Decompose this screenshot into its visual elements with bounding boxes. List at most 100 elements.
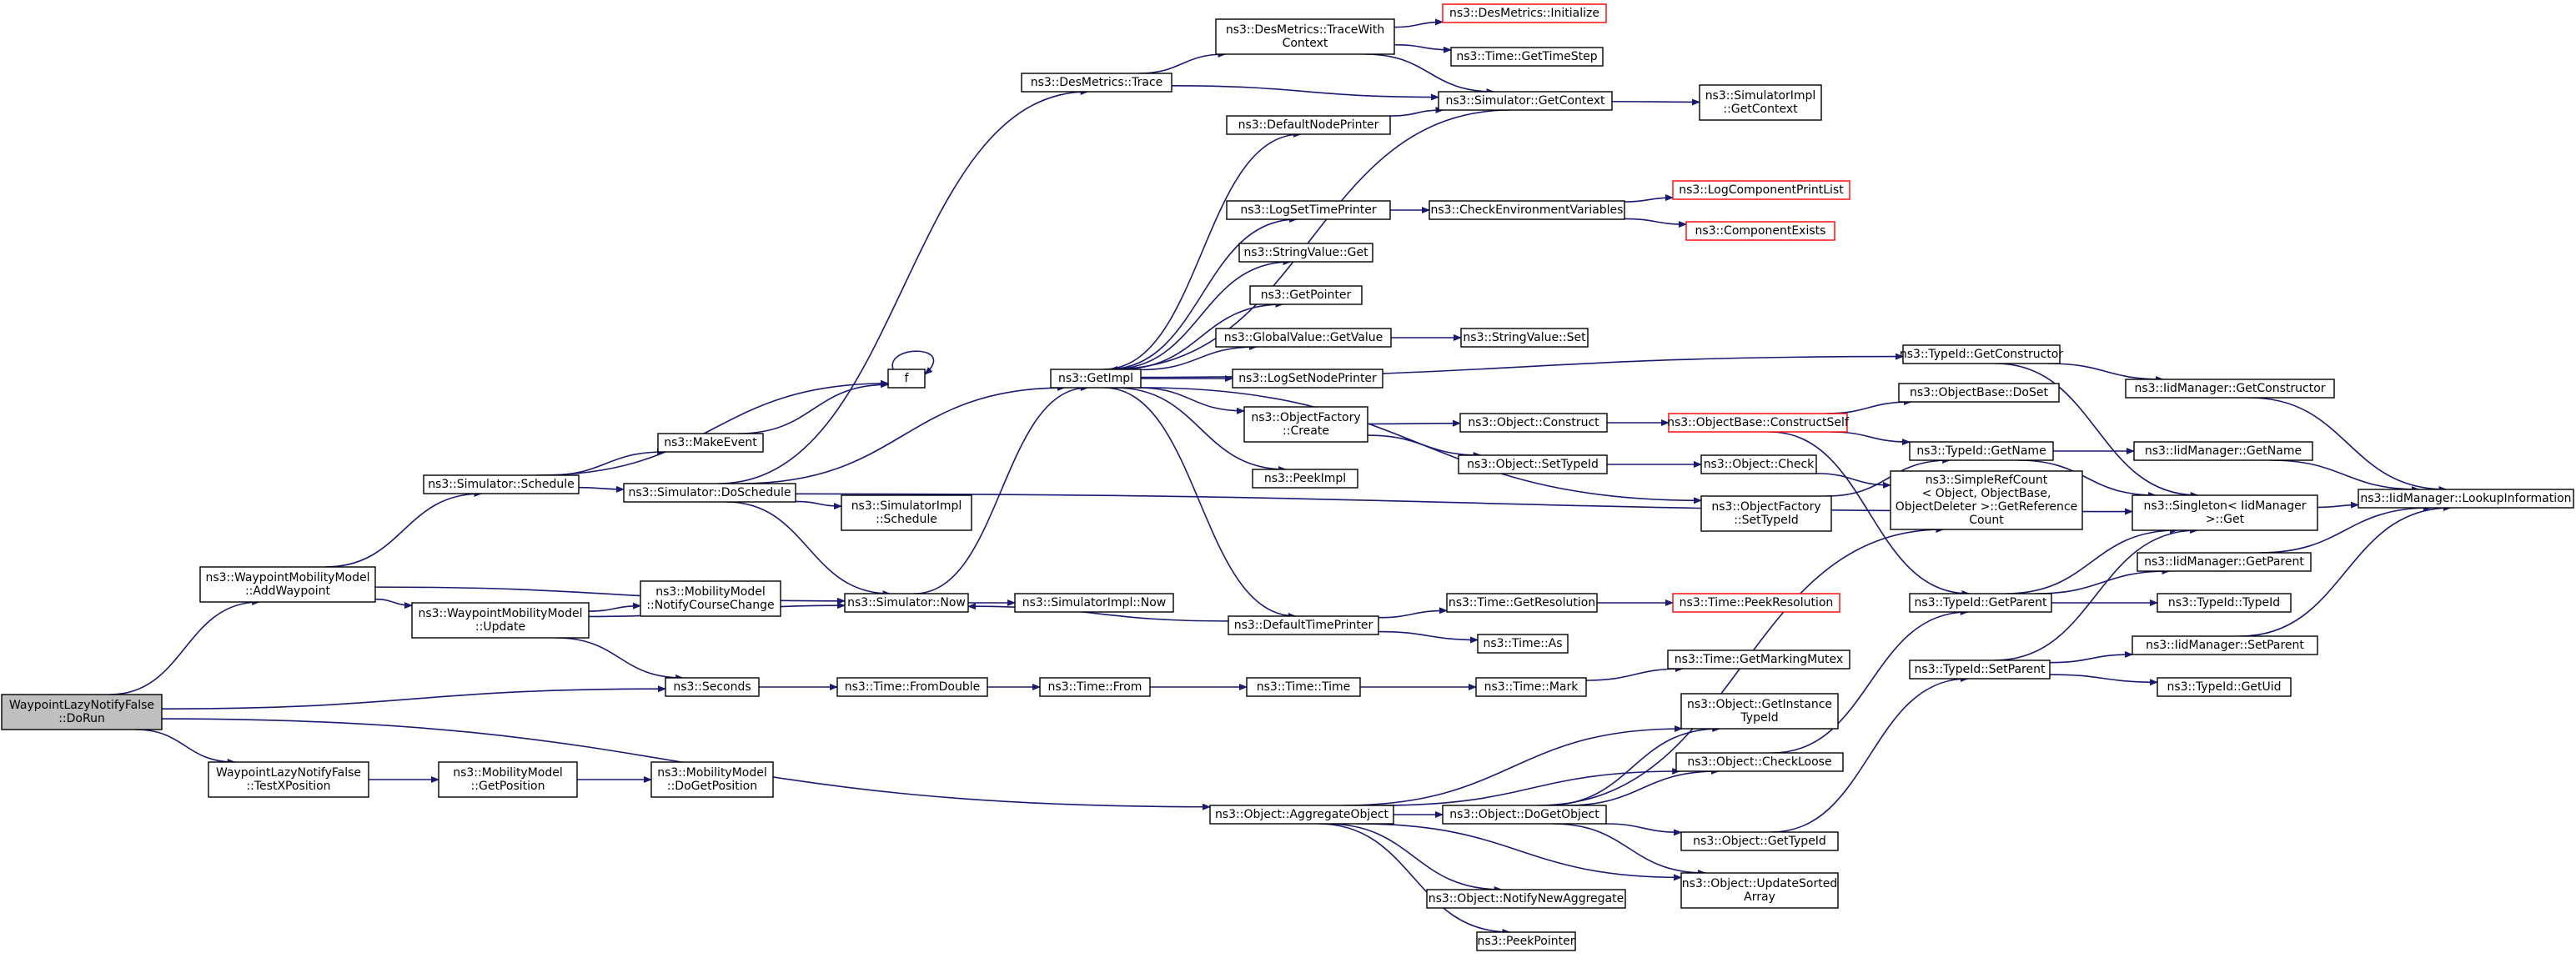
edge-aggregate-to-updatesorted	[1357, 823, 1682, 881]
node-singleton[interactable]: ns3::Singleton< IidManager >::Get	[2132, 494, 2318, 531]
node-desinit[interactable]: ns3::DesMetrics::Initialize	[1442, 3, 1607, 23]
node-logcomplist[interactable]: ns3::LogComponentPrintList	[1672, 180, 1850, 200]
node-defnodeprinter[interactable]: ns3::DefaultNodePrinter	[1226, 115, 1391, 135]
node-label: ns3::WaypointMobilityModel	[418, 607, 582, 620]
node-getpos[interactable]: ns3::MobilityModel::GetPosition	[438, 761, 578, 798]
node-simimplnow[interactable]: ns3::SimulatorImpl::Now	[1014, 593, 1174, 613]
edge-deftimeprinter-to-getres	[1378, 607, 1448, 619]
node-typeidtypeid[interactable]: ns3::TypeId::TypeId	[2157, 593, 2292, 613]
node-simimplsched[interactable]: ns3::SimulatorImpl::Schedule	[841, 494, 972, 531]
node-notifycc[interactable]: ns3::MobilityModel::NotifyCourseChange	[640, 580, 781, 617]
node-ofcreate[interactable]: ns3::ObjectFactory::Create	[1243, 406, 1368, 443]
edge-destrace-to-tracewith	[1137, 51, 1227, 74]
node-implctx[interactable]: ns3::SimulatorImpl::GetContext	[1699, 84, 1822, 121]
node-timefrom[interactable]: ns3::Time::From	[1039, 677, 1151, 697]
node-makeevent[interactable]: ns3::MakeEvent	[657, 433, 764, 453]
node-label: ns3::TypeId::GetName	[1916, 444, 2046, 458]
node-logsettime[interactable]: ns3::LogSetTimePrinter	[1226, 200, 1391, 220]
node-objsettypeid[interactable]: ns3::Object::SetTypeId	[1458, 454, 1608, 474]
node-objgettypeid[interactable]: ns3::Object::GetTypeId	[1680, 831, 1839, 851]
edge-typeidsetparent-to-getuid	[2049, 674, 2158, 686]
node-typeidgetparent[interactable]: ns3::TypeId::GetParent	[1909, 593, 2052, 613]
node-getimpl[interactable]: ns3::GetImpl	[1050, 369, 1142, 389]
node-label: ::DoRun	[58, 712, 105, 725]
node-label: ns3::Time::FromDouble	[845, 680, 981, 694]
node-iidgetparent[interactable]: ns3::IidManager::GetParent	[2137, 552, 2312, 572]
edge-tracewith-to-timestep	[1393, 43, 1452, 53]
node-box	[1, 694, 163, 730]
node-constructself[interactable]: ns3::ObjectBase::ConstructSelf	[1667, 413, 1850, 433]
edge-timemark-to-mutex	[1585, 665, 1684, 681]
node-box	[1680, 693, 1839, 730]
node-timemark[interactable]: ns3::Time::Mark	[1475, 677, 1587, 697]
node-doset[interactable]: ns3::ObjectBase::DoSet	[1898, 383, 2060, 403]
node-getconstructor[interactable]: ns3::TypeId::GetConstructor	[1900, 344, 2063, 364]
node-box	[2132, 635, 2318, 655]
node-timetime[interactable]: ns3::Time::Time	[1246, 677, 1361, 697]
node-getcontext[interactable]: ns3::Simulator::GetContext	[1438, 91, 1613, 111]
node-lookup[interactable]: ns3::IidManager::LookupInformation	[2358, 489, 2574, 509]
node-getres[interactable]: ns3::Time::GetResolution	[1446, 593, 1598, 613]
node-peekpointer[interactable]: ns3::PeekPointer	[1476, 931, 1576, 951]
edge-dogetobject-to-objgettypeid	[1604, 823, 1682, 836]
node-dogetobject[interactable]: ns3::Object::DoGetObject	[1442, 805, 1607, 825]
node-label: ns3::Seconds	[673, 680, 751, 694]
node-aggregate[interactable]: ns3::Object::AggregateObject	[1209, 805, 1394, 825]
node-doschedule[interactable]: ns3::Simulator::DoSchedule	[623, 483, 796, 503]
node-label: TypeId	[1740, 711, 1778, 725]
node-label: ns3::TypeId::SetParent	[1915, 663, 2046, 676]
node-iidgetconstructor[interactable]: ns3::IidManager::GetConstructor	[2125, 379, 2335, 399]
node-root[interactable]: WaypointLazyNotifyFalse::DoRun	[1, 694, 163, 730]
edge-iidgetname-to-lookup	[2270, 459, 2420, 493]
node-box	[1215, 328, 1392, 348]
node-ofsettypeid[interactable]: ns3::ObjectFactory::SetTypeId	[1700, 495, 1832, 532]
node-typeidgetname[interactable]: ns3::TypeId::GetName	[1909, 441, 2054, 461]
node-mutex[interactable]: ns3::Time::GetMarkingMutex	[1667, 650, 1850, 670]
node-getuid[interactable]: ns3::TypeId::GetUid	[2157, 677, 2292, 697]
node-typeidsetparent[interactable]: ns3::TypeId::SetParent	[1909, 660, 2051, 680]
node-testx[interactable]: WaypointLazyNotifyFalse::TestXPosition	[208, 761, 369, 798]
node-label: ns3::WaypointMobilityModel	[205, 571, 369, 584]
node-f[interactable]: f	[887, 369, 926, 389]
node-box	[1680, 831, 1839, 851]
node-fromdouble[interactable]: ns3::Time::FromDouble	[836, 677, 988, 697]
node-logsetnode[interactable]: ns3::LogSetNodePrinter	[1232, 369, 1383, 389]
node-timeas[interactable]: ns3::Time::As	[1477, 634, 1569, 654]
node-destrace[interactable]: ns3::DesMetrics::Trace	[1021, 73, 1173, 93]
node-label: ns3::Time::PeekResolution	[1680, 596, 1834, 609]
node-box	[836, 677, 988, 697]
node-box	[1226, 200, 1391, 220]
node-peekres[interactable]: ns3::Time::PeekResolution	[1672, 593, 1840, 613]
node-checkenv[interactable]: ns3::CheckEnvironmentVariables	[1429, 200, 1625, 220]
node-box	[1429, 200, 1625, 220]
node-iidsetparent[interactable]: ns3::IidManager::SetParent	[2132, 635, 2318, 655]
node-simnow[interactable]: ns3::Simulator::Now	[844, 593, 969, 613]
node-strvalset[interactable]: ns3::StringValue::Set	[1460, 328, 1589, 348]
node-dogetpos[interactable]: ns3::MobilityModel::DoGetPosition	[650, 761, 774, 798]
node-compexists[interactable]: ns3::ComponentExists	[1685, 221, 1835, 241]
node-getpointer[interactable]: ns3::GetPointer	[1249, 285, 1363, 305]
node-label: ns3::Time::GetTimeStep	[1456, 50, 1597, 63]
node-refcount[interactable]: ns3::SimpleRefCount< Object, ObjectBase,…	[1890, 470, 2083, 530]
node-wpupdate[interactable]: ns3::WaypointMobilityModel::Update	[411, 602, 590, 639]
node-schedule[interactable]: ns3::Simulator::Schedule	[423, 474, 580, 494]
node-label: ns3::Object::SetTypeId	[1467, 458, 1599, 471]
node-label: ::Update	[475, 620, 525, 634]
node-timestep[interactable]: ns3::Time::GetTimeStep	[1450, 47, 1604, 67]
node-objcheck[interactable]: ns3::Object::Check	[1700, 454, 1817, 474]
node-notifynewagg[interactable]: ns3::Object::NotifyNewAggregate	[1426, 889, 1626, 909]
node-iidgetname[interactable]: ns3::IidManager::GetName	[2133, 441, 2313, 461]
node-objconstruct[interactable]: ns3::Object::Construct	[1459, 413, 1608, 433]
node-gvgetvalue[interactable]: ns3::GlobalValue::GetValue	[1215, 328, 1392, 348]
node-label: ns3::Object::UpdateSorted	[1682, 877, 1837, 890]
node-addwp[interactable]: ns3::WaypointMobilityModel::AddWaypoint	[199, 566, 376, 603]
node-seconds[interactable]: ns3::Seconds	[665, 677, 760, 697]
node-checkloose[interactable]: ns3::Object::CheckLoose	[1675, 752, 1844, 772]
node-deftimeprinter[interactable]: ns3::DefaultTimePrinter	[1228, 615, 1379, 635]
node-strvalget[interactable]: ns3::StringValue::Get	[1238, 243, 1373, 263]
node-peekimpl[interactable]: ns3::PeekImpl	[1252, 469, 1358, 489]
edge-iidgetparent-to-lookup	[2258, 504, 2433, 554]
